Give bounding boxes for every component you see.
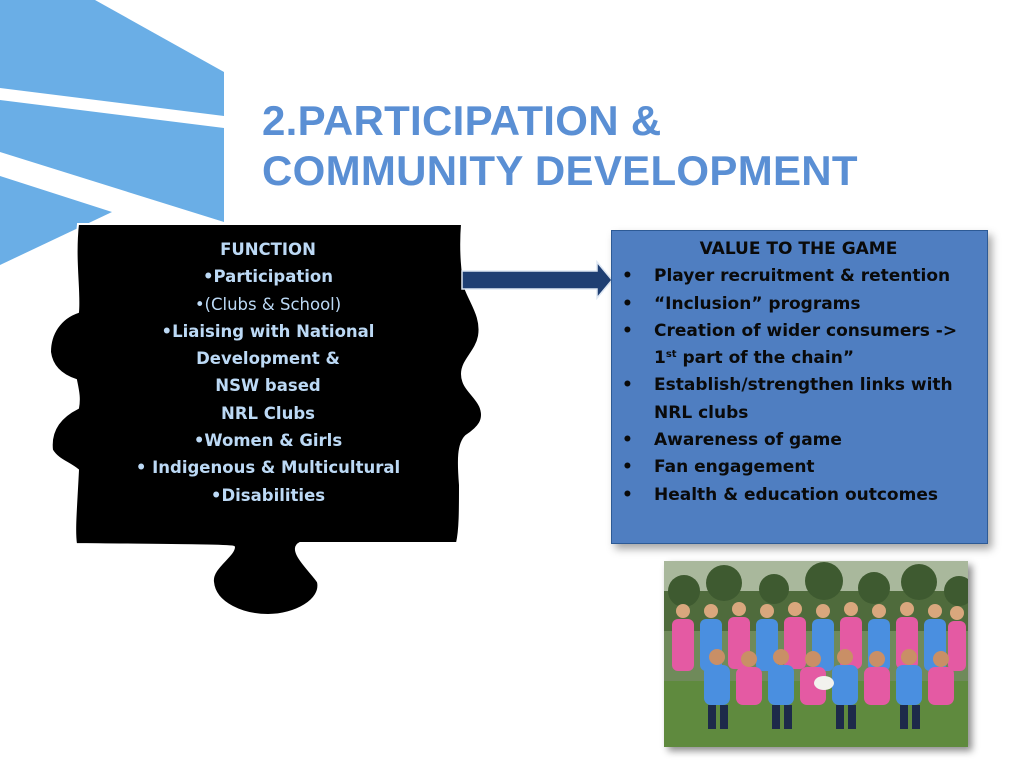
value-list-item-continued: NRL clubs	[654, 402, 749, 423]
function-item: •Women & Girls	[193, 431, 343, 451]
function-item-continued: NSW based	[215, 376, 321, 396]
function-item-continued: Development &	[196, 349, 340, 369]
stripe-top	[0, 0, 224, 116]
value-list-item-text: Creation of wider consumers ->	[654, 320, 958, 341]
puzzle-piece-shape	[48, 223, 484, 617]
function-item-continued: NRL Clubs	[221, 403, 315, 423]
chain-number: 1	[654, 348, 666, 369]
stripe-middle	[0, 100, 224, 222]
rugby-ball	[814, 676, 834, 690]
value-list: Player recruitment & retention “Inclusio…	[622, 263, 975, 509]
value-list-item: Health & education outcomes	[622, 482, 975, 510]
back-row-heads	[676, 602, 964, 620]
front-row-players	[704, 665, 954, 705]
function-item: •Liaising with National	[161, 321, 375, 341]
title-line-2: COMMUNITY DEVELOPMENT	[262, 147, 858, 194]
page-title: 2.PARTICIPATION & COMMUNITY DEVELOPMENT	[262, 96, 982, 196]
value-list-item: Creation of wider consumers -> 1st part …	[622, 318, 975, 373]
chain-superscript: st	[665, 349, 677, 361]
value-list-item: Establish/strengthen links with NRL club…	[622, 372, 975, 427]
function-item: •Participation	[202, 267, 334, 287]
tree-line	[668, 562, 968, 607]
function-list: FUNCTION •Participation •(Clubs & School…	[118, 236, 418, 509]
title-line-1: 2.PARTICIPATION &	[262, 97, 662, 144]
stripe-bottom	[0, 176, 112, 265]
value-list-item: Fan engagement	[622, 454, 975, 482]
value-list-item: Player recruitment & retention	[622, 263, 975, 291]
value-box-title: VALUE TO THE GAME	[699, 239, 898, 259]
team-photo	[664, 561, 968, 747]
front-row-heads	[709, 649, 949, 667]
function-item: •(Clubs & School)	[194, 294, 342, 314]
function-heading: FUNCTION	[220, 240, 316, 259]
function-item: • Indigenous & Multicultural	[135, 458, 401, 478]
arrow-shape	[461, 259, 613, 301]
chain-rest: part of the chain”	[676, 348, 854, 369]
legs	[708, 705, 920, 729]
value-list-item: Awareness of game	[622, 427, 975, 455]
value-list-item: “Inclusion” programs	[622, 291, 975, 319]
value-list-item-text: Establish/strengthen links with	[654, 375, 953, 396]
function-item: •Disabilities	[210, 485, 326, 505]
team-photo-illustration	[664, 561, 968, 747]
value-box: VALUE TO THE GAME Player recruitment & r…	[611, 230, 988, 544]
